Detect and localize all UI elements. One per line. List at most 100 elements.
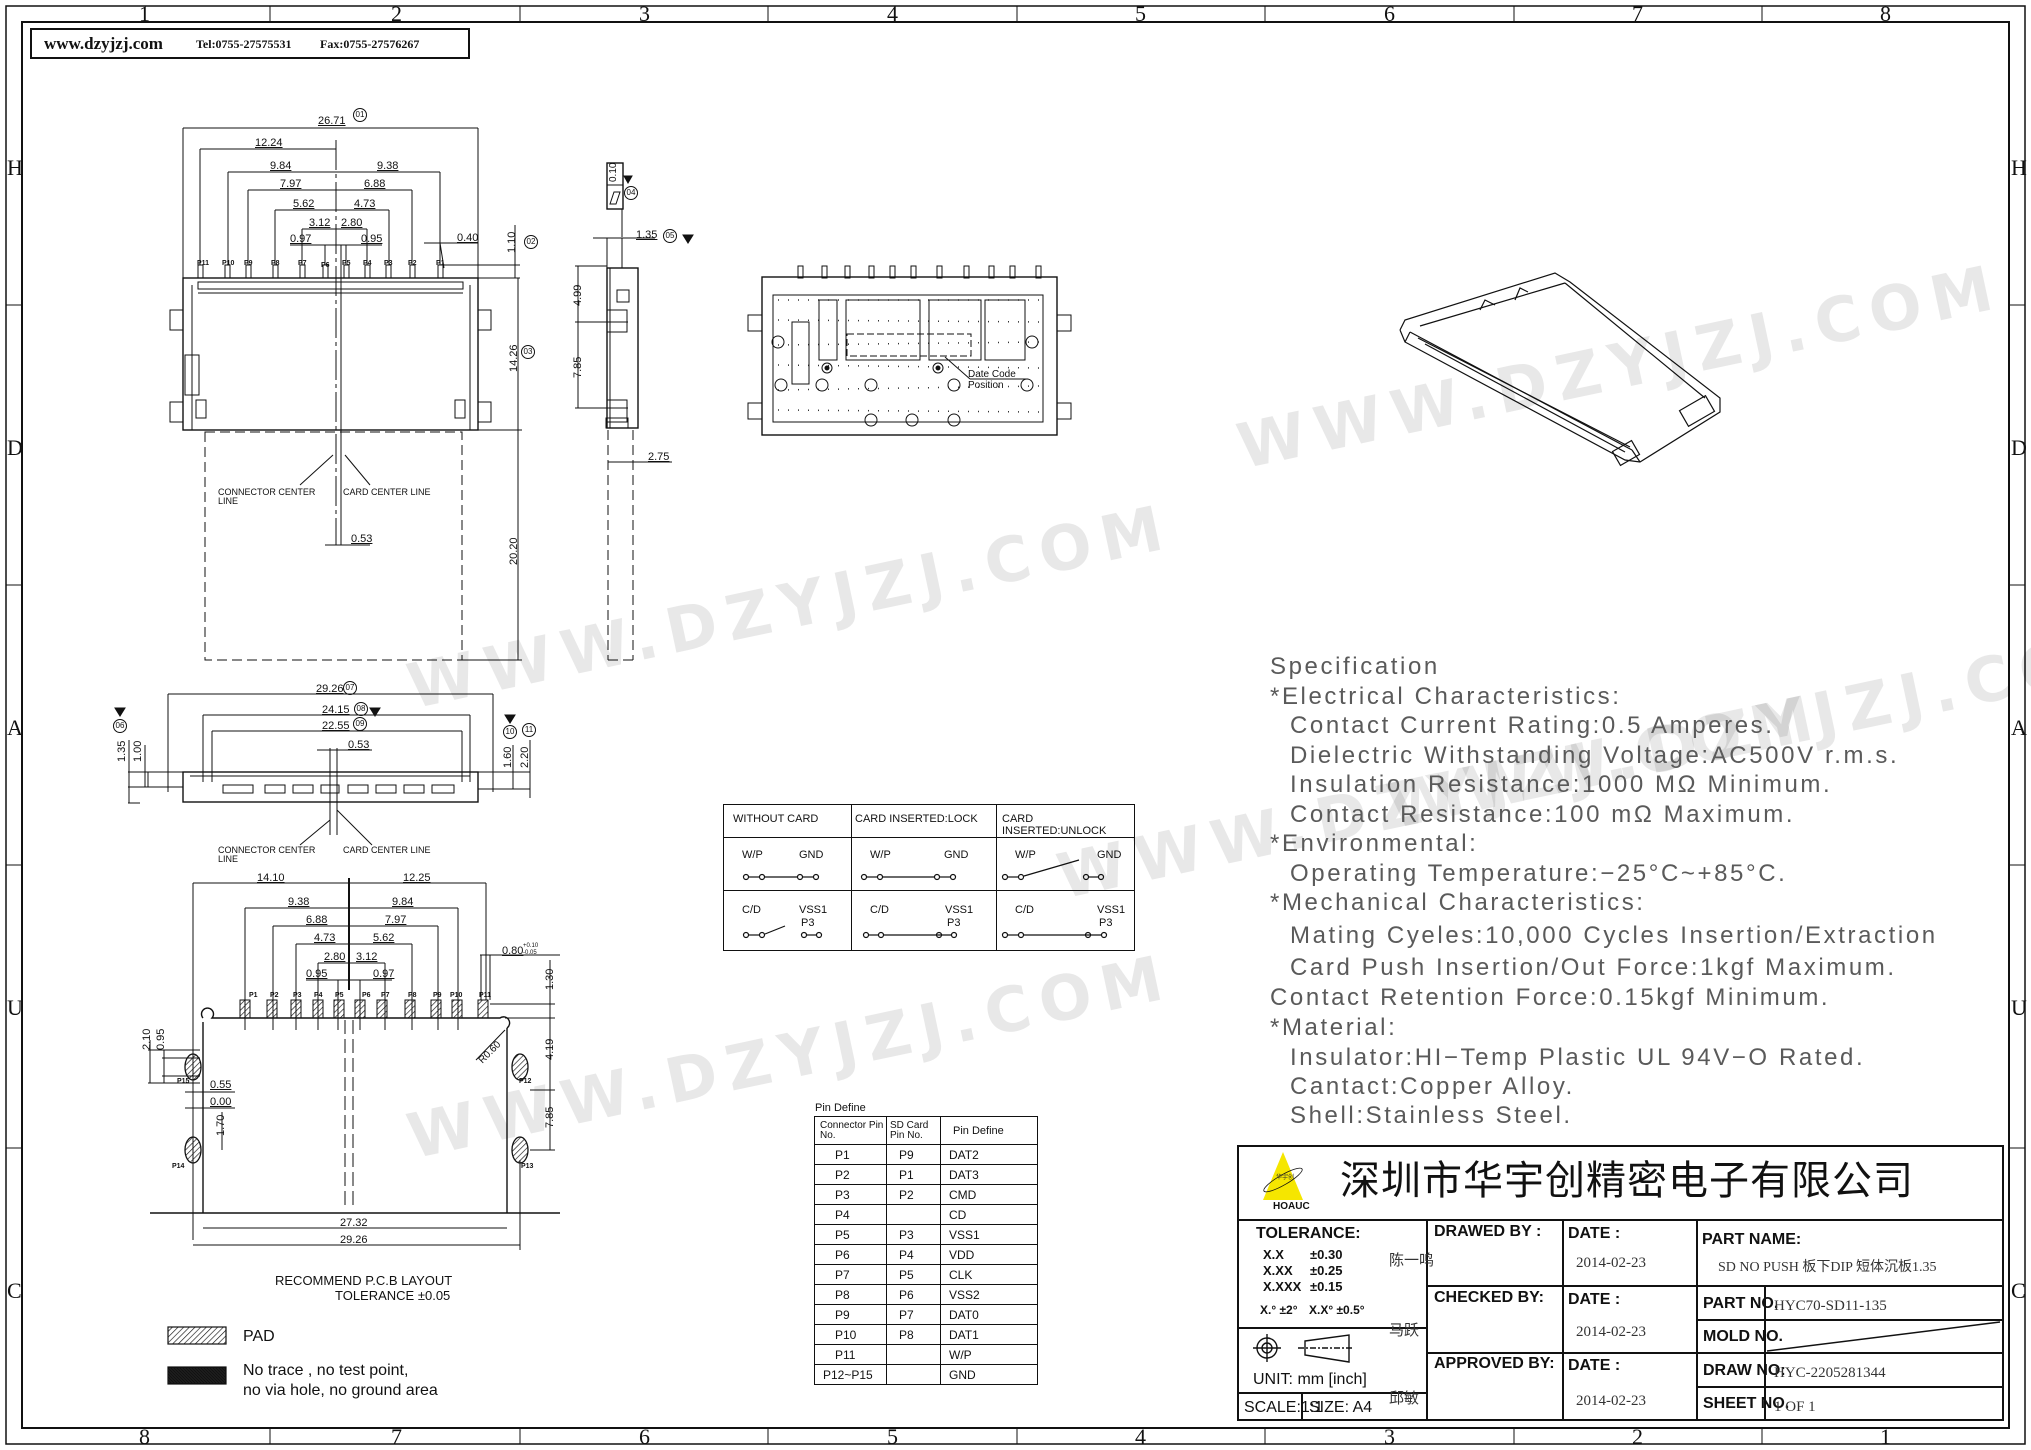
dim: 4.99 xyxy=(572,284,584,306)
p3-label: P3 xyxy=(947,917,961,929)
date-checked: 2014-02-23 xyxy=(1576,1324,1646,1340)
scale-label: SCALE:1:1 xyxy=(1244,1399,1324,1416)
grid-row: H xyxy=(7,155,23,180)
pad-label: P13 xyxy=(521,1163,534,1170)
connector-pin: P2 xyxy=(814,1164,887,1185)
spec-line: Mating Cyeles:10,000 Cycles Insertion/Ex… xyxy=(1290,922,1938,949)
grid-col: 8 xyxy=(139,1424,150,1449)
tol-value: ±0.25 xyxy=(1310,1263,1343,1278)
tol-key: X.X xyxy=(1263,1247,1284,1262)
switch-state-table: WITHOUT CARD CARD INSERTED:LOCK CARD INS… xyxy=(723,804,1135,951)
legend-keepout-2: no via hole, no ground area xyxy=(243,1382,438,1399)
size-label: SIZE: A4 xyxy=(1309,1399,1373,1416)
pin-function: VDD xyxy=(940,1244,1038,1265)
website-link[interactable]: www.dzyjzj.com xyxy=(44,34,163,53)
grid-col: 7 xyxy=(391,1424,402,1449)
connector-pin: P12~P15 xyxy=(814,1364,887,1385)
draw-no-label: DRAW NO: xyxy=(1703,1362,1786,1379)
front-view xyxy=(747,265,1072,436)
grid-col: 4 xyxy=(1135,1424,1146,1449)
dim: 7.97 xyxy=(385,914,407,926)
connector-center-label: CONNECTOR CENTER LINE xyxy=(218,487,316,506)
mold-no-label: MOLD NO. xyxy=(1703,1328,1783,1345)
cd-label: C/D xyxy=(870,904,889,916)
wp-label: W/P xyxy=(742,849,763,861)
grid-col: 3 xyxy=(639,1,650,26)
connector-pin: P3 xyxy=(814,1184,887,1205)
balloon: 11 xyxy=(522,723,536,737)
spec-heading: *Material: xyxy=(1270,1014,1398,1041)
connector-pin: P10 xyxy=(814,1324,887,1345)
sd-card-pin: P1 xyxy=(886,1164,941,1185)
dim: 27.32 xyxy=(340,1217,368,1229)
pad-label: P1 xyxy=(249,992,258,999)
isometric-view xyxy=(1399,272,1721,467)
dim: 2.75 xyxy=(648,451,670,463)
tol-key: X.XXX xyxy=(1263,1279,1302,1294)
grid-col: 2 xyxy=(391,1,402,26)
pin-function: CLK xyxy=(940,1264,1038,1285)
dim: 0.97 xyxy=(290,233,312,245)
connector-pin: P5 xyxy=(814,1224,887,1245)
grid-col: 6 xyxy=(639,1424,650,1449)
sheet-border xyxy=(5,5,2026,1445)
checked-by: 马跃 xyxy=(1389,1323,1420,1339)
connector-pin: P1 xyxy=(814,1144,887,1165)
pcb-tolerance: TOLERANCE ±0.05 xyxy=(335,1288,451,1303)
grid-row: C xyxy=(2011,1278,2026,1303)
pad-label: P14 xyxy=(172,1163,185,1170)
logo-cn: 华宇创 xyxy=(1276,1175,1295,1181)
pin-function: CD xyxy=(940,1204,1038,1225)
grid-col: 2 xyxy=(1632,1424,1643,1449)
tol-value: ±0.15 xyxy=(1310,1279,1343,1294)
spec-line: Operating Temperature:−25°C~+85°C. xyxy=(1290,860,1788,887)
switch-header: WITHOUT CARD xyxy=(723,804,852,838)
sd-card-pin: P8 xyxy=(886,1324,941,1345)
dim: 6.88 xyxy=(364,178,386,190)
sd-card-pin: P9 xyxy=(886,1144,941,1165)
pin-function: DAT0 xyxy=(940,1304,1038,1325)
connector-pin: P4 xyxy=(814,1204,887,1225)
spec-heading: *Mechanical Characteristics: xyxy=(1270,889,1646,916)
grid-row: A xyxy=(7,715,23,740)
dim: 0.97 xyxy=(373,968,395,980)
pin-function: DAT2 xyxy=(940,1144,1038,1165)
gnd-label: GND xyxy=(944,849,969,861)
cd-label: C/D xyxy=(1015,904,1034,916)
sd-card-pin: P4 xyxy=(886,1244,941,1265)
pad-label: P15 xyxy=(177,1078,190,1085)
dim: 0.95 xyxy=(155,1028,167,1050)
spec-line: Cantact:Copper Alloy. xyxy=(1290,1073,1575,1100)
pin-label: P10 xyxy=(222,260,235,267)
spec-line: Contact Resistance:100 mΩ Maximum. xyxy=(1290,801,1796,828)
vss1-label: VSS1 xyxy=(1097,904,1126,916)
pad-label: P2 xyxy=(270,992,279,999)
spec-title: Specification xyxy=(1270,653,1440,680)
switch-header: CARD INSERTED:UNLOCK xyxy=(996,804,1135,838)
dim: 7.97 xyxy=(280,178,302,190)
date-label: DATE : xyxy=(1568,1357,1621,1374)
grid-col: 8 xyxy=(1880,1,1891,26)
dim: 2.10 xyxy=(141,1028,153,1050)
dim: 9.38 xyxy=(288,896,310,908)
dim: 6.88 xyxy=(306,914,328,926)
grid-col: 1 xyxy=(139,1,150,26)
drawn-label: DRAWED BY : xyxy=(1434,1223,1542,1240)
dim: 20.20 xyxy=(508,537,520,565)
part-name-label: PART NAME: xyxy=(1702,1231,1802,1248)
sd-card-pin: P5 xyxy=(886,1264,941,1285)
spec-line: Insulator:HI−Temp Plastic UL 94V−O Rated… xyxy=(1290,1044,1866,1071)
date-drawn: 2014-02-23 xyxy=(1576,1255,1646,1271)
connector-pin: P7 xyxy=(814,1264,887,1285)
flatness-tolerance: 0.10 xyxy=(608,162,619,182)
dim: 1.35 xyxy=(116,740,128,762)
grid-col: 3 xyxy=(1384,1424,1395,1449)
balloon: 05 xyxy=(663,229,677,243)
dim: 12.24 xyxy=(255,137,283,149)
grid-row: U xyxy=(7,995,23,1020)
pin-table-header: SD Card Pin No. xyxy=(886,1116,941,1145)
grid-row: D xyxy=(7,435,23,460)
dim-overall: 26.71 xyxy=(318,115,346,127)
